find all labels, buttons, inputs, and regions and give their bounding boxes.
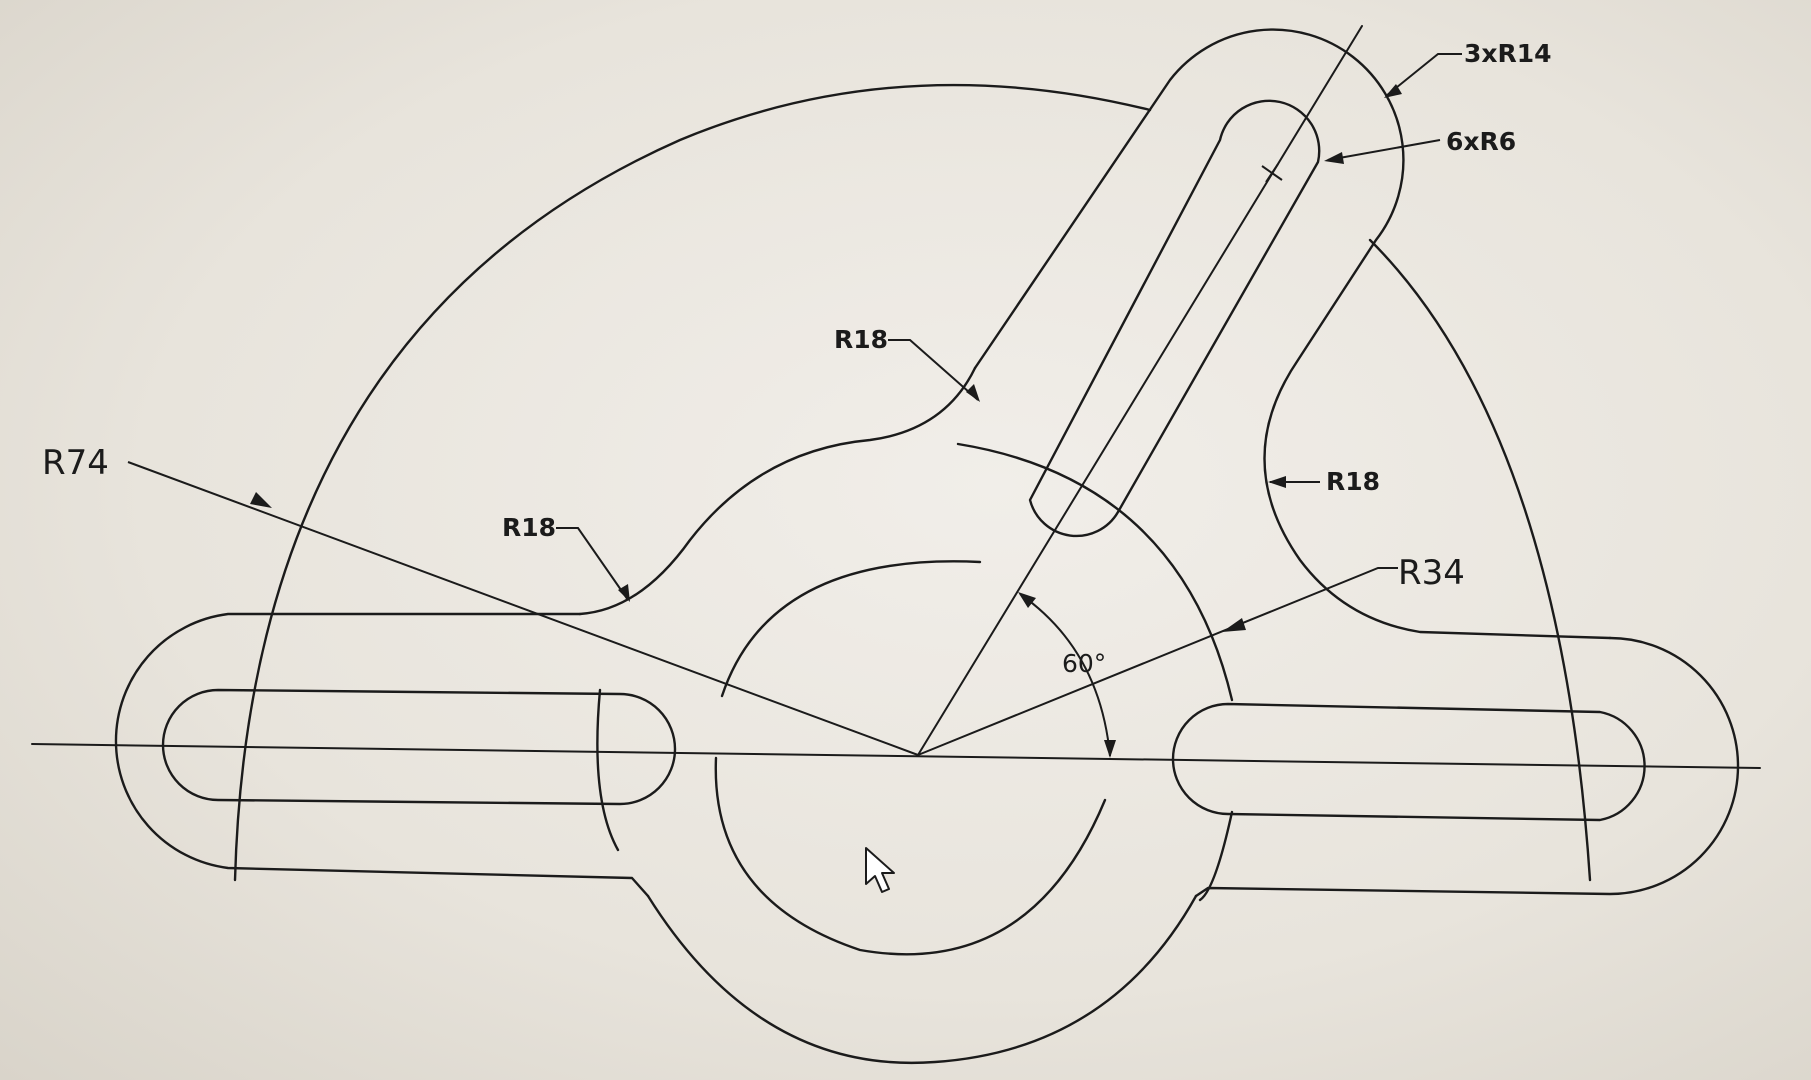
right-arm-outer bbox=[1194, 636, 1740, 898]
angle-arrow-end bbox=[1104, 740, 1116, 758]
r18-right-arrowhead bbox=[1268, 476, 1286, 488]
slot-center-cross bbox=[1261, 163, 1283, 183]
r34-label: R34 bbox=[1398, 553, 1465, 593]
r18-top-leader bbox=[888, 339, 979, 401]
r34-arc-left bbox=[596, 688, 620, 852]
x6r6-leader bbox=[1327, 139, 1441, 161]
x3r14-leader bbox=[1385, 53, 1462, 97]
r18-left-arrowhead bbox=[618, 584, 630, 602]
r74-arrowhead bbox=[250, 492, 272, 508]
left-arm-outer bbox=[114, 612, 650, 898]
angle-label: 60° bbox=[1062, 649, 1106, 678]
horizontal-center-line bbox=[31, 743, 1761, 769]
r18-left-leader bbox=[556, 527, 629, 601]
x6r6-label: 6xR6 bbox=[1446, 127, 1516, 156]
lower-hub-arc bbox=[646, 894, 1198, 1065]
outer-arc-r74-right bbox=[1368, 238, 1592, 882]
r18-top-arrowhead bbox=[966, 384, 980, 402]
inner-hole-arc-lower bbox=[714, 756, 1107, 956]
r18-right-label: R18 bbox=[1326, 467, 1380, 496]
x3r14-label: 3xR14 bbox=[1464, 39, 1552, 68]
r34-arc-upper bbox=[956, 442, 1234, 702]
arm-fillet-r18 bbox=[578, 366, 977, 616]
right-slot-inner bbox=[1171, 702, 1646, 822]
angle-dimension-arc bbox=[1019, 593, 1111, 757]
r18-left-label: R18 bbox=[502, 513, 556, 542]
mouse-cursor-icon bbox=[865, 847, 895, 893]
inclined-slot-inner bbox=[1028, 99, 1321, 538]
r18-top-label: R18 bbox=[834, 325, 888, 354]
r74-leader-line bbox=[127, 461, 919, 756]
inclined-center-line bbox=[917, 25, 1363, 756]
r34-leader-line bbox=[917, 567, 1398, 756]
inclined-slot-outer-boundary bbox=[973, 28, 1612, 640]
x3r14-arrowhead bbox=[1384, 84, 1402, 98]
left-slot-inner bbox=[161, 688, 677, 806]
outer-arc-r74-left bbox=[233, 83, 1152, 882]
r34-arrowhead bbox=[1222, 618, 1246, 632]
angle-arrow-start bbox=[1018, 592, 1036, 608]
x6r6-arrowhead bbox=[1324, 152, 1344, 164]
inner-hole-arc-upper bbox=[720, 560, 982, 698]
r74-label: R74 bbox=[42, 443, 109, 483]
r34-arc-right-lower bbox=[1198, 810, 1234, 902]
